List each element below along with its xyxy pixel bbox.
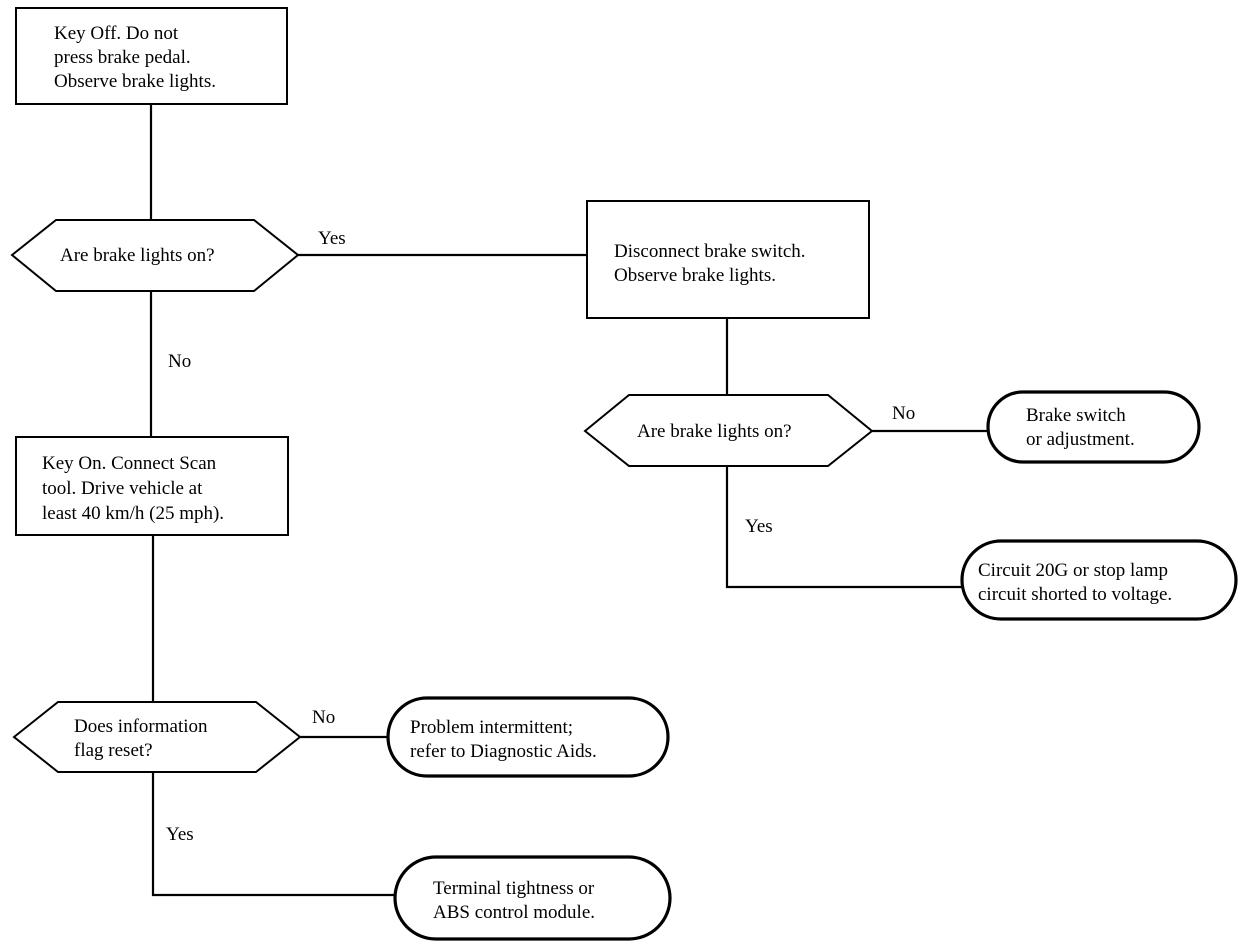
node-text-line: ABS control module. [433, 902, 595, 923]
node-text-line: or adjustment. [1026, 429, 1135, 450]
edge-label-d1-yes: Yes [318, 228, 346, 249]
terminal-problem-intermittent: Problem intermittent; refer to Diagnosti… [386, 696, 670, 778]
node-text-line: Observe brake lights. [54, 71, 216, 92]
process-box-disconnect-switch: Disconnect brake switch. Observe brake l… [586, 200, 870, 319]
edge-label-d1-no: No [168, 351, 191, 372]
node-text-line: Brake switch [1026, 405, 1126, 426]
decision-brake-lights-on-1: Are brake lights on? [10, 219, 300, 292]
terminal-abs-module: Terminal tightness or ABS control module… [393, 855, 672, 941]
node-text-line: tool. Drive vehicle at [42, 478, 203, 499]
edge-label-d2-yes: Yes [745, 516, 773, 537]
connector-d3-t4 [151, 772, 395, 897]
decision-brake-lights-on-2: Are brake lights on? [583, 394, 874, 467]
decision-information-flag-reset: Does information flag reset? [12, 701, 302, 773]
node-text-line: Key Off. Do not [54, 23, 179, 44]
node-text-line: Are brake lights on? [637, 421, 792, 442]
process-box-key-off: Key Off. Do not press brake pedal. Obser… [15, 7, 288, 105]
node-text-line: Observe brake lights. [614, 265, 776, 286]
node-text-line: circuit shorted to voltage. [978, 584, 1172, 605]
node-text-line: flag reset? [74, 740, 153, 761]
node-text-line: Are brake lights on? [60, 245, 215, 266]
node-text-line: Circuit 20G or stop lamp [978, 560, 1168, 581]
process-box-key-on: Key On. Connect Scan tool. Drive vehicle… [15, 436, 289, 536]
terminal-circuit-20g: Circuit 20G or stop lamp circuit shorted… [960, 539, 1238, 621]
edge-label-d3-no: No [312, 707, 335, 728]
node-text-line: Problem intermittent; [410, 717, 573, 738]
node-text-line: Key On. Connect Scan [42, 453, 217, 474]
node-text-line: Disconnect brake switch. [614, 241, 806, 262]
node-text-line: least 40 km/h (25 mph). [42, 503, 224, 524]
edge-label-d2-no: No [892, 403, 915, 424]
connector-d2-t2 [725, 466, 962, 589]
edge-label-d3-yes: Yes [166, 824, 194, 845]
terminal-brake-switch: Brake switch or adjustment. [986, 390, 1201, 464]
node-text-line: press brake pedal. [54, 47, 191, 68]
connectors [149, 104, 988, 897]
node-text-line: refer to Diagnostic Aids. [410, 741, 597, 762]
node-text-line: Terminal tightness or [433, 878, 595, 899]
node-text-line: Does information [74, 716, 208, 737]
